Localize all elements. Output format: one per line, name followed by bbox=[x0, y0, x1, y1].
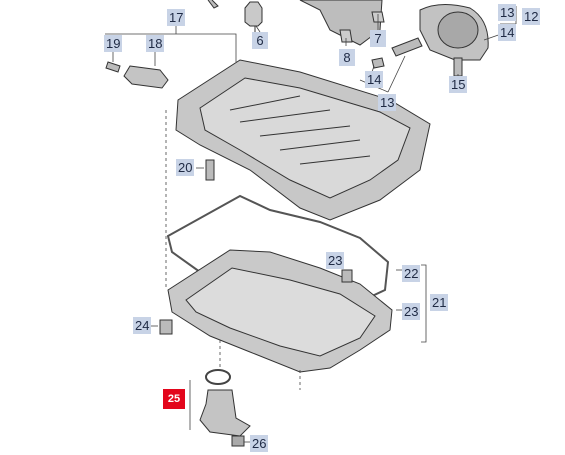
drain-plug-26 bbox=[231, 435, 245, 447]
callout-15: 15 bbox=[449, 76, 468, 93]
part-6-clip bbox=[244, 1, 263, 27]
bolt-24 bbox=[159, 319, 173, 335]
callout-12: 12 bbox=[522, 8, 541, 25]
callout-13-bottom: 13 bbox=[378, 94, 397, 111]
top-cover-housing bbox=[299, 0, 383, 46]
callout-23-top: 23 bbox=[326, 252, 345, 269]
rear-seal-ring bbox=[437, 11, 479, 49]
callout-19: 19 bbox=[104, 35, 123, 52]
callout-20: 20 bbox=[176, 159, 195, 176]
callout-14-right: 14 bbox=[498, 24, 517, 41]
bolt-23 bbox=[341, 269, 353, 283]
part-14-bolt bbox=[371, 57, 385, 69]
callout-22: 22 bbox=[402, 265, 421, 282]
callout-14-left: 14 bbox=[365, 71, 384, 88]
control-valve bbox=[123, 65, 169, 89]
oil-level-sensor bbox=[199, 389, 251, 437]
part-8-sleeve bbox=[339, 29, 353, 43]
callout-17: 17 bbox=[167, 9, 186, 26]
callout-7: 7 bbox=[370, 30, 386, 47]
callout-25-highlighted: 25 bbox=[163, 389, 185, 409]
callout-24: 24 bbox=[133, 317, 152, 334]
oil-pan-gasket bbox=[166, 194, 390, 332]
bolt-19 bbox=[105, 61, 121, 73]
callout-6: 6 bbox=[252, 32, 268, 49]
callout-21: 21 bbox=[430, 294, 449, 311]
callout-8: 8 bbox=[339, 49, 355, 66]
callout-18: 18 bbox=[146, 35, 165, 52]
bolt-20 bbox=[205, 159, 215, 181]
part-15-bolt bbox=[453, 57, 463, 77]
callout-26: 26 bbox=[250, 435, 269, 452]
seal-ring bbox=[205, 369, 231, 385]
callout-23-bottom: 23 bbox=[402, 303, 421, 320]
callout-13-top: 13 bbox=[498, 4, 517, 21]
top-bolt-left bbox=[207, 0, 219, 9]
part-13-bracket bbox=[391, 37, 423, 57]
